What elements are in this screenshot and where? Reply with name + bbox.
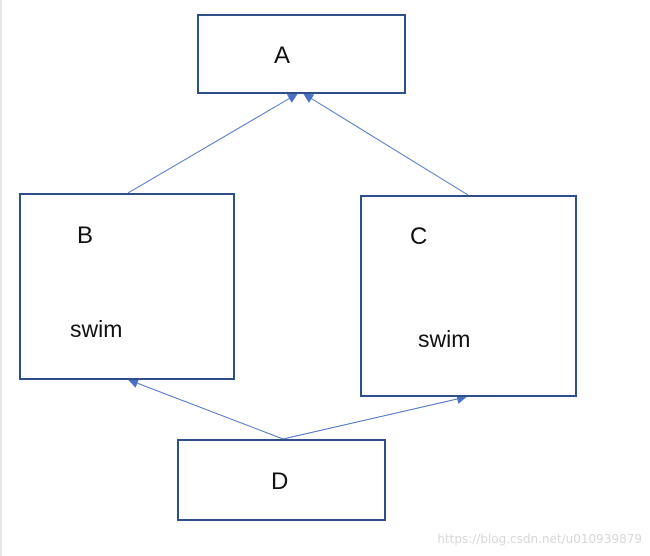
node-b: B swim	[19, 193, 235, 380]
node-c: C swim	[360, 195, 577, 397]
edge-d-to-b	[128, 378, 284, 440]
canvas-border	[0, 0, 2, 556]
node-c-label: C	[410, 223, 428, 250]
node-c-method: swim	[418, 326, 471, 352]
node-a-label: A	[274, 42, 291, 69]
edge-c-to-a	[303, 93, 469, 196]
node-a: A	[197, 14, 406, 94]
edge-b-to-a	[127, 93, 298, 194]
watermark-text: https://blog.csdn.net/u010939879	[437, 532, 642, 546]
node-d: D	[177, 439, 386, 521]
node-b-method: swim	[70, 316, 123, 342]
node-d-label: D	[271, 468, 289, 495]
node-b-label: B	[77, 222, 94, 249]
edge-d-to-c	[282, 394, 467, 440]
